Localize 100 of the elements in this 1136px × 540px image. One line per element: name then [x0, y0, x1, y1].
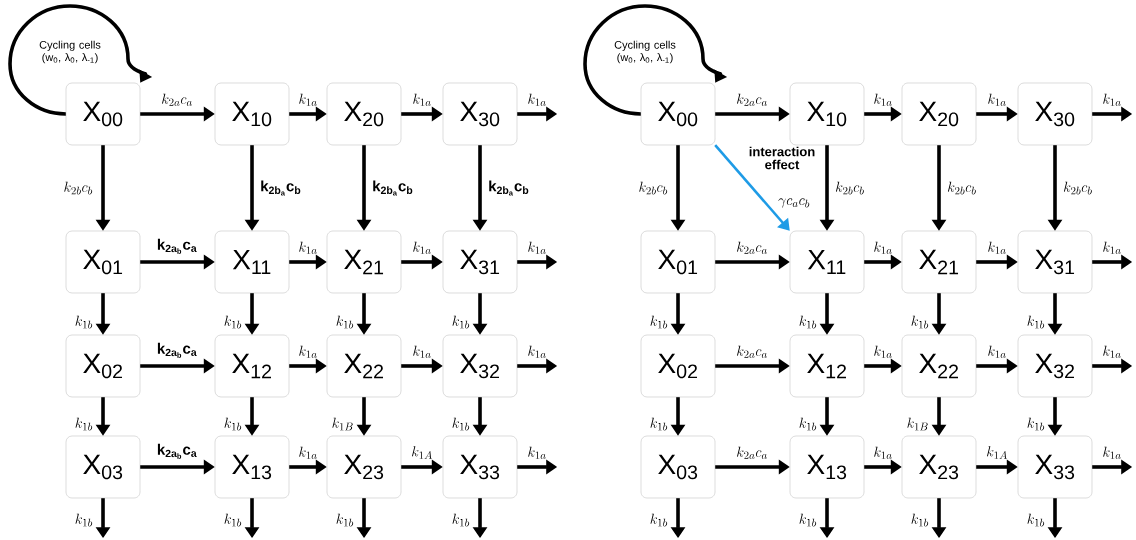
edge-label: $k_{1b}$ [336, 513, 354, 527]
edge-label: $k_{1a}$ [988, 345, 1006, 358]
edge-label: $k_{1B}$ [332, 417, 353, 431]
edge-label: $\mathbf{k_{2b_a}c_b}$ [373, 180, 413, 196]
edge-label: $k_{1b}$ [1027, 513, 1045, 527]
edge-label: $k_{1a}$ [299, 345, 317, 358]
edge-label: $k_{1b}$ [224, 315, 242, 329]
edge-label: $k_{1b}$ [75, 417, 93, 431]
edge-label: $k_{2b}c_b$ [639, 181, 668, 195]
edge-label: $k_{1b}$ [1027, 417, 1045, 431]
state-box: X$_{02}$ [640, 334, 716, 398]
edge-label: $k_{1a}$ [988, 93, 1006, 106]
edge-label: $k_{1a}$ [299, 446, 317, 459]
state-box: X$_{10}$ [214, 82, 290, 146]
edge-label: $k_{2b}c_b$ [836, 181, 864, 195]
state-box: X$_{23}$ [326, 435, 402, 499]
state-box: X$_{10}$ [789, 82, 865, 146]
edge-label: $\mathbf{k_{2a_b}c_a}$ [157, 342, 197, 358]
edge-label: $k_{1a}$ [1103, 345, 1121, 358]
edge-label: $k_{1b}$ [650, 315, 668, 329]
edge-label: $k_{1b}$ [799, 315, 817, 329]
edge-label: $k_{1b}$ [336, 315, 354, 329]
edge-label: $\mathbf{k_{2a_b}c_a}$ [157, 443, 197, 459]
edge-label: $k_{2a}c_a$ [162, 93, 192, 106]
edge-label: $k_{1a}$ [299, 93, 317, 106]
state-box: X$_{20}$ [901, 82, 977, 146]
state-box: X$_{13}$ [789, 435, 865, 499]
edge-label: $k_{1b}$ [75, 315, 93, 329]
state-box: X$_{13}$ [214, 435, 290, 499]
state-box: X$_{31}$ [1017, 230, 1093, 294]
state-box: X$_{31}$ [442, 230, 518, 294]
edge-label: $k_{1a}$ [1103, 93, 1121, 106]
state-box: X$_{22}$ [901, 334, 977, 398]
loop-label: Cycling cells (w$_{0}$, λ$_{0}$, λ$_{-1}$) [39, 40, 101, 64]
state-box: X$_{00}$ [640, 82, 716, 146]
edge-label: $k_{1a}$ [1103, 241, 1121, 254]
state-box: X$_{33}$ [442, 435, 518, 499]
edge-label: $k_{1a}$ [413, 241, 431, 254]
edge-label: $\mathbf{k_{2b_a}c_b}$ [489, 180, 529, 196]
edge-label: $k_{1a}$ [413, 345, 431, 358]
state-box: X$_{11}$ [789, 230, 865, 294]
state-box: X$_{03}$ [65, 435, 141, 499]
edge-label: $k_{1b}$ [452, 315, 470, 329]
edge-label: $k_{1b}$ [75, 513, 93, 527]
edge-label: $k_{1a}$ [413, 93, 431, 106]
edge-label: $k_{2b}c_b$ [1064, 181, 1092, 195]
state-box: X$_{30}$ [442, 82, 518, 146]
edge-label: $k_{1b}$ [799, 513, 817, 527]
edge-label: $k_{2b}c_b$ [64, 181, 93, 195]
state-box: X$_{32}$ [1017, 334, 1093, 398]
loop-arrow [583, 4, 728, 116]
edge-label: $\mathbf{k_{2b_a}c_b}$ [261, 180, 301, 196]
edge-label: $k_{1A}$ [987, 446, 1007, 459]
state-box: X$_{20}$ [326, 82, 402, 146]
loop-arrow [8, 4, 153, 116]
edge-label: $k_{2a}c_a$ [737, 241, 767, 254]
edge-label: $k_{1b}$ [799, 417, 817, 431]
edge-label: $k_{1b}$ [1027, 315, 1045, 329]
state-box: X$_{11}$ [214, 230, 290, 294]
state-box: X$_{30}$ [1017, 82, 1093, 146]
edge-label: $k_{1b}$ [650, 513, 668, 527]
edge-label: $k_{1b}$ [911, 315, 929, 329]
state-box: X$_{00}$ [65, 82, 141, 146]
edge-label: $k_{1a}$ [528, 93, 546, 106]
state-box: X$_{22}$ [326, 334, 402, 398]
edge-label: $k_{1a}$ [874, 446, 892, 459]
edge-label: $k_{1b}$ [911, 513, 929, 527]
edge-label: $k_{2a}c_a$ [737, 446, 767, 459]
edge-label: $k_{2b}c_b$ [948, 181, 976, 195]
edge-label: $k_{2a}c_a$ [737, 345, 767, 358]
edge-label: $k_{1a}$ [874, 345, 892, 358]
edge-label: $k_{2a}c_a$ [737, 93, 767, 106]
state-box: X$_{02}$ [65, 334, 141, 398]
edge-label: $k_{1a}$ [528, 345, 546, 358]
edge-label: $k_{1a}$ [299, 241, 317, 254]
edge-label: $\mathbf{k_{2a_b}c_a}$ [157, 238, 197, 254]
edge-label: $k_{1a}$ [1103, 446, 1121, 459]
edge-label: $k_{1A}$ [412, 446, 432, 459]
edge-label: $k_{1B}$ [907, 417, 928, 431]
state-box: X$_{21}$ [326, 230, 402, 294]
state-box: X$_{12}$ [789, 334, 865, 398]
annotation-text: interaction effect [749, 146, 815, 170]
edge-label: $k_{1a}$ [988, 241, 1006, 254]
edge-label: $k_{1b}$ [452, 513, 470, 527]
edge-label: $k_{1b}$ [224, 513, 242, 527]
arrow [714, 144, 790, 231]
edge-label: $k_{1a}$ [874, 93, 892, 106]
edge-label: $k_{1a}$ [528, 446, 546, 459]
state-box: X$_{23}$ [901, 435, 977, 499]
state-box: X$_{32}$ [442, 334, 518, 398]
edge-label: $\gamma c_a c_b$ [778, 198, 810, 208]
state-box: X$_{21}$ [901, 230, 977, 294]
state-box: X$_{01}$ [640, 230, 716, 294]
state-box: X$_{03}$ [640, 435, 716, 499]
edge-label: $k_{1b}$ [452, 417, 470, 431]
loop-label: Cycling cells (w$_{0}$, λ$_{0}$, λ$_{-1}$) [614, 40, 676, 64]
edge-label: $k_{1a}$ [528, 241, 546, 254]
state-box: X$_{12}$ [214, 334, 290, 398]
state-box: X$_{33}$ [1017, 435, 1093, 499]
edge-label: $k_{1a}$ [874, 241, 892, 254]
